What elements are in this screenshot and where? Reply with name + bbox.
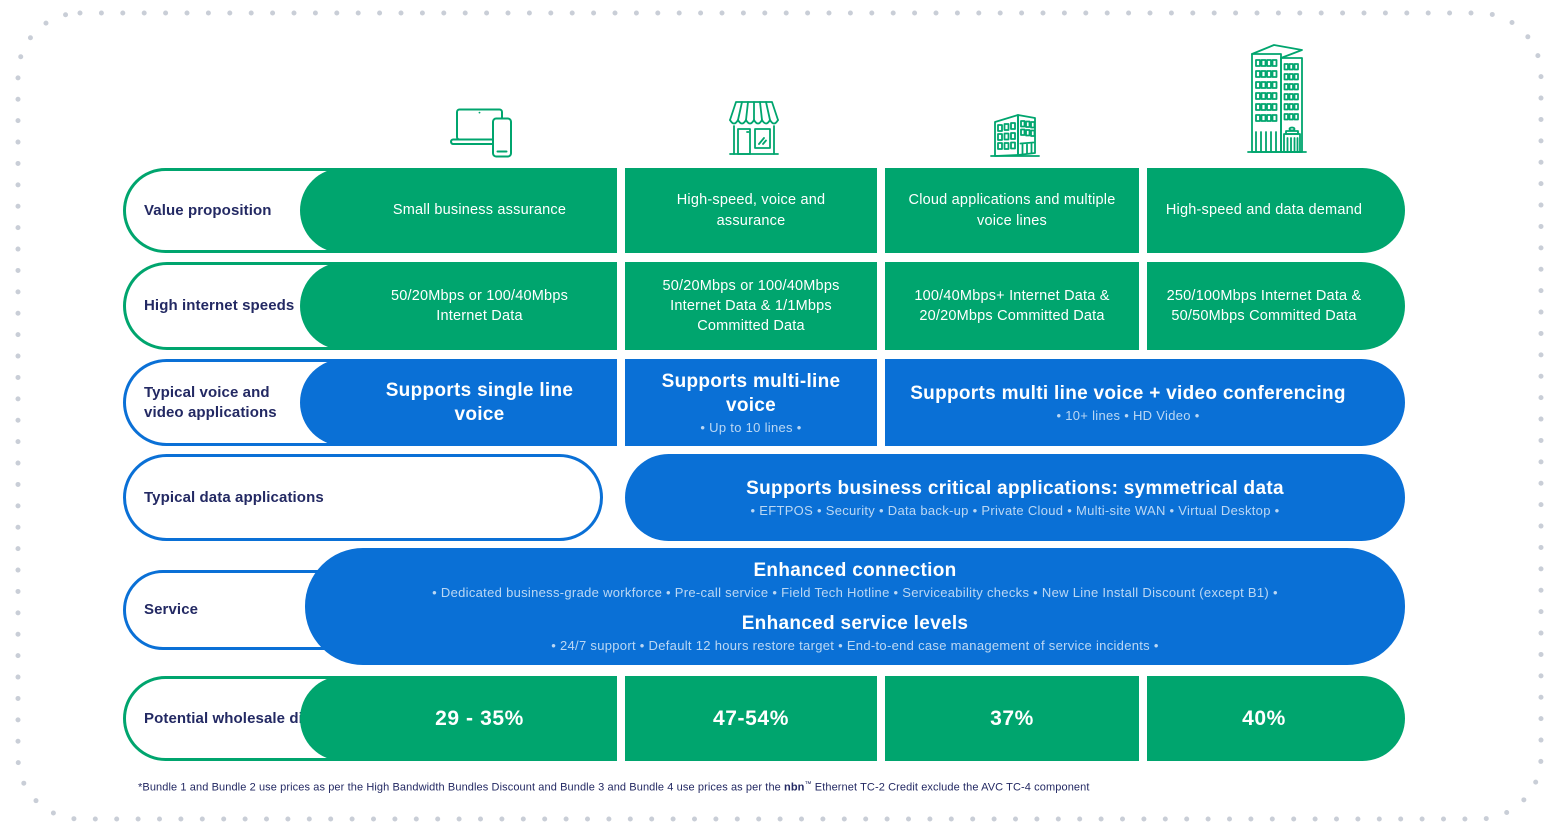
service-heading: Enhanced connection (753, 560, 957, 581)
storefront-icon (722, 98, 786, 158)
footnote-brand: nbn (784, 781, 805, 794)
cell-bundle2-speed: 50/20Mbps or 100/40Mbps Internet Data & … (625, 262, 877, 350)
row-label: Typical data applications (144, 488, 324, 506)
row-label: High internet speeds (144, 297, 295, 315)
cell-text: High-speed and data demand (1165, 202, 1363, 219)
high-rise-building-icon (1244, 40, 1310, 158)
footnote-post: Ethernet TC-2 Credit exclude the AVC TC-… (811, 781, 1090, 794)
row-service: Service Enhanced connection • Dedicated … (123, 548, 1405, 665)
cell-bundle1-voice: Supports single line voice (300, 359, 617, 446)
cell-text: 250/100Mbps Internet Data & 50/50Mbps Co… (1166, 287, 1362, 324)
laptop-and-phone-icon (450, 108, 516, 158)
cell-bundle1-discount: 29 - 35% (300, 676, 617, 761)
discount-value: 37% (990, 706, 1034, 730)
cell-bundle4-speed: 250/100Mbps Internet Data & 50/50Mbps Co… (1147, 262, 1405, 350)
cell-sub-text: • 10+ lines • HD Video • (1056, 408, 1200, 424)
cell-bundle2-voice: Supports multi-line voice • Up to 10 lin… (625, 359, 877, 446)
cell-text: Small business assurance (392, 202, 567, 219)
cell-bundle3-value: Cloud applications and multiple voice li… (885, 168, 1139, 253)
cell-main-text: Supports multi line voice + video confer… (910, 382, 1346, 404)
footnote-tm: ™ (804, 781, 812, 788)
cell-text: 50/20Mbps or 100/40Mbps Internet Data & … (662, 277, 840, 335)
discount-value: 47-54% (713, 706, 789, 730)
row-wholesale-discount: Potential wholesale discount* 29 - 35% 4… (123, 676, 1405, 761)
row-label-pill: Typical data applications (123, 454, 603, 541)
service-sub-text: • 24/7 support • Default 12 hours restor… (551, 638, 1159, 653)
row-data-applications: Typical data applications Supports busin… (123, 454, 1405, 541)
cell-text: 100/40Mbps+ Internet Data & 20/20Mbps Co… (914, 287, 1110, 324)
footnote: *Bundle 1 and Bundle 2 use prices as per… (138, 781, 1090, 794)
cell-bundles2-4-data: Supports business critical applications:… (625, 454, 1405, 541)
cell-bundle3-speed: 100/40Mbps+ Internet Data & 20/20Mbps Co… (885, 262, 1139, 350)
cell-sub-text: • Up to 10 lines • (700, 420, 802, 436)
cell-sub-text: • EFTPOS • Security • Data back-up • Pri… (750, 503, 1280, 519)
row-label: Value proposition (144, 201, 272, 219)
discount-value: 40% (1242, 706, 1286, 730)
row-label: Service (144, 601, 199, 619)
cell-bundle1-value: Small business assurance (300, 168, 617, 253)
cell-main-text: Supports business critical applications:… (746, 477, 1284, 499)
service-sub-text: • Dedicated business-grade workforce • P… (432, 585, 1278, 600)
cell-bundle3-4-voice: Supports multi line voice + video confer… (885, 359, 1405, 446)
office-building-icon (985, 98, 1045, 158)
cell-main-text: Supports multi-line voice (661, 370, 841, 416)
cell-bundle4-value: High-speed and data demand (1147, 168, 1405, 253)
row-label: Typical voice and video applications (144, 384, 277, 421)
service-section-connection: Enhanced connection • Dedicated business… (365, 560, 1345, 600)
cell-text: High-speed, voice and assurance (676, 192, 826, 229)
service-heading: Enhanced service levels (741, 613, 969, 634)
row-value-proposition: Value proposition Small business assuran… (123, 168, 1405, 253)
cell-bundle2-discount: 47-54% (625, 676, 877, 761)
footnote-pre: *Bundle 1 and Bundle 2 use prices as per… (138, 781, 785, 794)
row-internet-speeds: High internet speeds 50/20Mbps or 100/40… (123, 262, 1405, 350)
service-section-levels: Enhanced service levels • 24/7 support •… (365, 613, 1345, 653)
discount-value: 29 - 35% (435, 706, 524, 730)
cell-text: 50/20Mbps or 100/40Mbps Internet Data (390, 287, 569, 324)
cell-bundle2-value: High-speed, voice and assurance (625, 168, 877, 253)
cell-bundle4-discount: 40% (1147, 676, 1405, 761)
row-voice-video-applications: Typical voice and video applications Sup… (123, 359, 1405, 446)
cell-service-details: Enhanced connection • Dedicated business… (305, 548, 1405, 665)
cell-text: Cloud applications and multiple voice li… (908, 192, 1116, 229)
cell-bundle1-speed: 50/20Mbps or 100/40Mbps Internet Data (300, 262, 617, 350)
cell-bundle3-discount: 37% (885, 676, 1139, 761)
cell-main-text: Supports single line voice (385, 379, 574, 425)
